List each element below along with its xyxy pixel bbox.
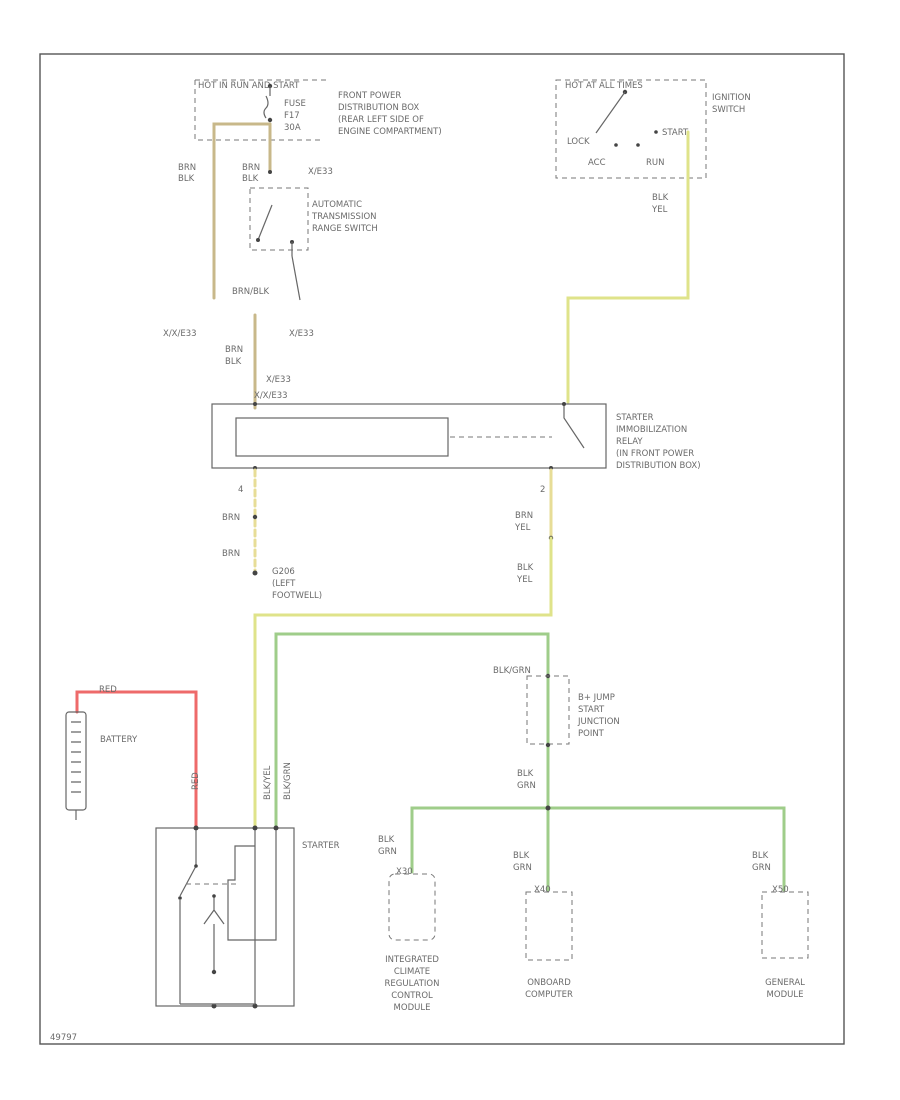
- wire-label-left-1: BRN: [178, 163, 196, 173]
- brn-yel-label-2: YEL: [514, 523, 531, 533]
- front-power-box-label-3: (REAR LEFT SIDE OF: [338, 115, 424, 125]
- jump-start-label-2: START: [578, 705, 605, 715]
- hot-run-start-label: HOT IN RUN AND START: [198, 81, 300, 91]
- ignition-switch: HOT AT ALL TIMES LOCK START ACC RUN IGNI…: [555, 79, 751, 179]
- climate-label-1: INTEGRATED: [385, 955, 439, 965]
- fuse-box: HOT IN RUN AND START FUSE F17 30A FRONT …: [194, 79, 442, 141]
- general-label-2: MODULE: [767, 990, 804, 1000]
- blk-yel-top-label-2: YEL: [651, 205, 668, 215]
- starter-label: STARTER: [302, 841, 340, 851]
- blk-yel-top-label-1: BLK: [652, 193, 669, 203]
- climate-label-5: MODULE: [394, 1003, 431, 1013]
- connector-label-c: X/E33: [289, 329, 314, 339]
- starter-relay: STARTER IMMOBILIZATION RELAY (IN FRONT P…: [211, 402, 701, 471]
- jump-start-label-1: B+ JUMP: [578, 693, 615, 703]
- blk-grn-vertical-label: BLK/GRN: [283, 762, 293, 800]
- relay-label-1: STARTER: [616, 413, 654, 423]
- connector-label-e: X/X/E33: [254, 391, 288, 401]
- brn-a-label: BRN: [222, 513, 240, 523]
- relay-label-4: (IN FRONT POWER: [616, 449, 694, 459]
- blk-grn-left-label-2: GRN: [378, 847, 397, 857]
- relay-label-5: DISTRIBUTION BOX): [616, 461, 701, 471]
- transmission-range-switch: AUTOMATIC TRANSMISSION RANGE SWITCH: [249, 187, 378, 256]
- connector-label-b: X/X/E33: [163, 329, 197, 339]
- mid-wire-label-1: BRN: [225, 345, 243, 355]
- jump-start-junction: BLK/GRN B+ JUMP START JUNCTION POINT: [493, 666, 620, 748]
- ground-label-2: (LEFT: [272, 579, 296, 589]
- wire-red-battery: [75, 690, 198, 828]
- blk-grn-right-label-2: GRN: [752, 863, 771, 873]
- wire-blk-yel-ignition: [566, 130, 690, 404]
- ignition-switch-label-1: IGNITION: [712, 93, 751, 103]
- climate-label-3: REGULATION: [385, 979, 440, 989]
- pin-right-label: 2: [540, 485, 545, 495]
- front-power-box-label-2: DISTRIBUTION BOX: [338, 103, 419, 113]
- x40-label: X40: [534, 885, 551, 895]
- relay-label-3: RELAY: [616, 437, 643, 447]
- hot-at-all-times-label: HOT AT ALL TIMES: [565, 81, 643, 91]
- run-label: RUN: [646, 158, 665, 168]
- lock-label: LOCK: [567, 137, 590, 147]
- battery: RED BATTERY RED: [65, 685, 201, 828]
- auto-trans-label-2: TRANSMISSION: [311, 212, 377, 222]
- general-module: BLK GRN X50 GENERAL MODULE: [752, 851, 809, 1000]
- battery-label: BATTERY: [100, 735, 138, 745]
- ground-label-3: FOOTWELL): [272, 591, 322, 601]
- wire-label-right-2: BLK: [242, 174, 259, 184]
- jump-start-label-3: JUNCTION: [577, 717, 620, 727]
- ignition-switch-label-2: SWITCH: [712, 105, 745, 115]
- wire-blk-yel-starter: [253, 536, 553, 828]
- wire-label-right-1: BRN: [242, 163, 260, 173]
- relay-label-2: IMMOBILIZATION: [616, 425, 687, 435]
- blk-yel-mid-label-2: YEL: [516, 575, 533, 585]
- x50-label: X50: [772, 885, 789, 895]
- blk-grn-mid-label-1: BLK: [517, 769, 534, 779]
- blk-grn-mid-label-2: GRN: [517, 781, 536, 791]
- blk-grn-center-label-1: BLK: [513, 851, 530, 861]
- brn-b-label: BRN: [222, 549, 240, 559]
- fuse-label: FUSE: [284, 99, 306, 109]
- x30-label: X30: [396, 867, 413, 877]
- start-label: START: [662, 128, 689, 138]
- climate-label-4: CONTROL: [391, 991, 433, 1001]
- auto-trans-label-3: RANGE SWITCH: [312, 224, 378, 234]
- climate-module: BLK GRN X30 INTEGRATED CLIMATE REGULATIO…: [378, 835, 439, 1013]
- front-power-box-label-1: FRONT POWER: [338, 91, 401, 101]
- ground-label-1: G206: [272, 567, 295, 577]
- footer-code: 49797: [50, 1033, 77, 1043]
- blk-yel-vertical-label: BLK/YEL: [263, 765, 273, 800]
- pin-left-label: 4: [238, 485, 243, 495]
- fuse-number-label: F17: [284, 111, 300, 121]
- jump-start-label-4: POINT: [578, 729, 605, 739]
- blk-yel-mid-label-1: BLK: [517, 563, 534, 573]
- wire-blk-grn-branch: [410, 806, 786, 892]
- diagram-frame: [39, 53, 845, 1045]
- acc-label: ACC: [588, 158, 606, 168]
- connector-label-a: X/E33: [308, 167, 333, 177]
- onboard-label-1: ONBOARD: [527, 978, 571, 988]
- connector-label-d: X/E33: [266, 375, 291, 385]
- climate-label-2: CLIMATE: [394, 967, 430, 977]
- blk-grn-right-label-1: BLK: [752, 851, 769, 861]
- wire-brn-blk-left: [212, 122, 272, 300]
- blk-grn-left-label-1: BLK: [378, 835, 395, 845]
- red-vertical-label: RED: [191, 772, 201, 790]
- brn-blk-inline-label: BRN/BLK: [232, 287, 270, 297]
- general-label-1: GENERAL: [765, 978, 805, 988]
- starter: STARTER: [155, 825, 340, 1009]
- blk-grn-top-label: BLK/GRN: [493, 666, 531, 676]
- red-top-label: RED: [99, 685, 117, 695]
- fuse-amp-label: 30A: [284, 123, 301, 133]
- front-power-box-label-4: ENGINE COMPARTMENT): [338, 127, 442, 137]
- mid-wire-label-2: BLK: [225, 357, 242, 367]
- wire-blk-grn-main: [274, 632, 550, 892]
- blk-grn-center-label-2: GRN: [513, 863, 532, 873]
- auto-trans-label-1: AUTOMATIC: [312, 200, 362, 210]
- onboard-label-2: COMPUTER: [525, 990, 573, 1000]
- brn-yel-label-1: BRN: [515, 511, 533, 521]
- wire-label-left-2: BLK: [178, 174, 195, 184]
- onboard-computer: BLK GRN X40 ONBOARD COMPUTER: [513, 851, 573, 1000]
